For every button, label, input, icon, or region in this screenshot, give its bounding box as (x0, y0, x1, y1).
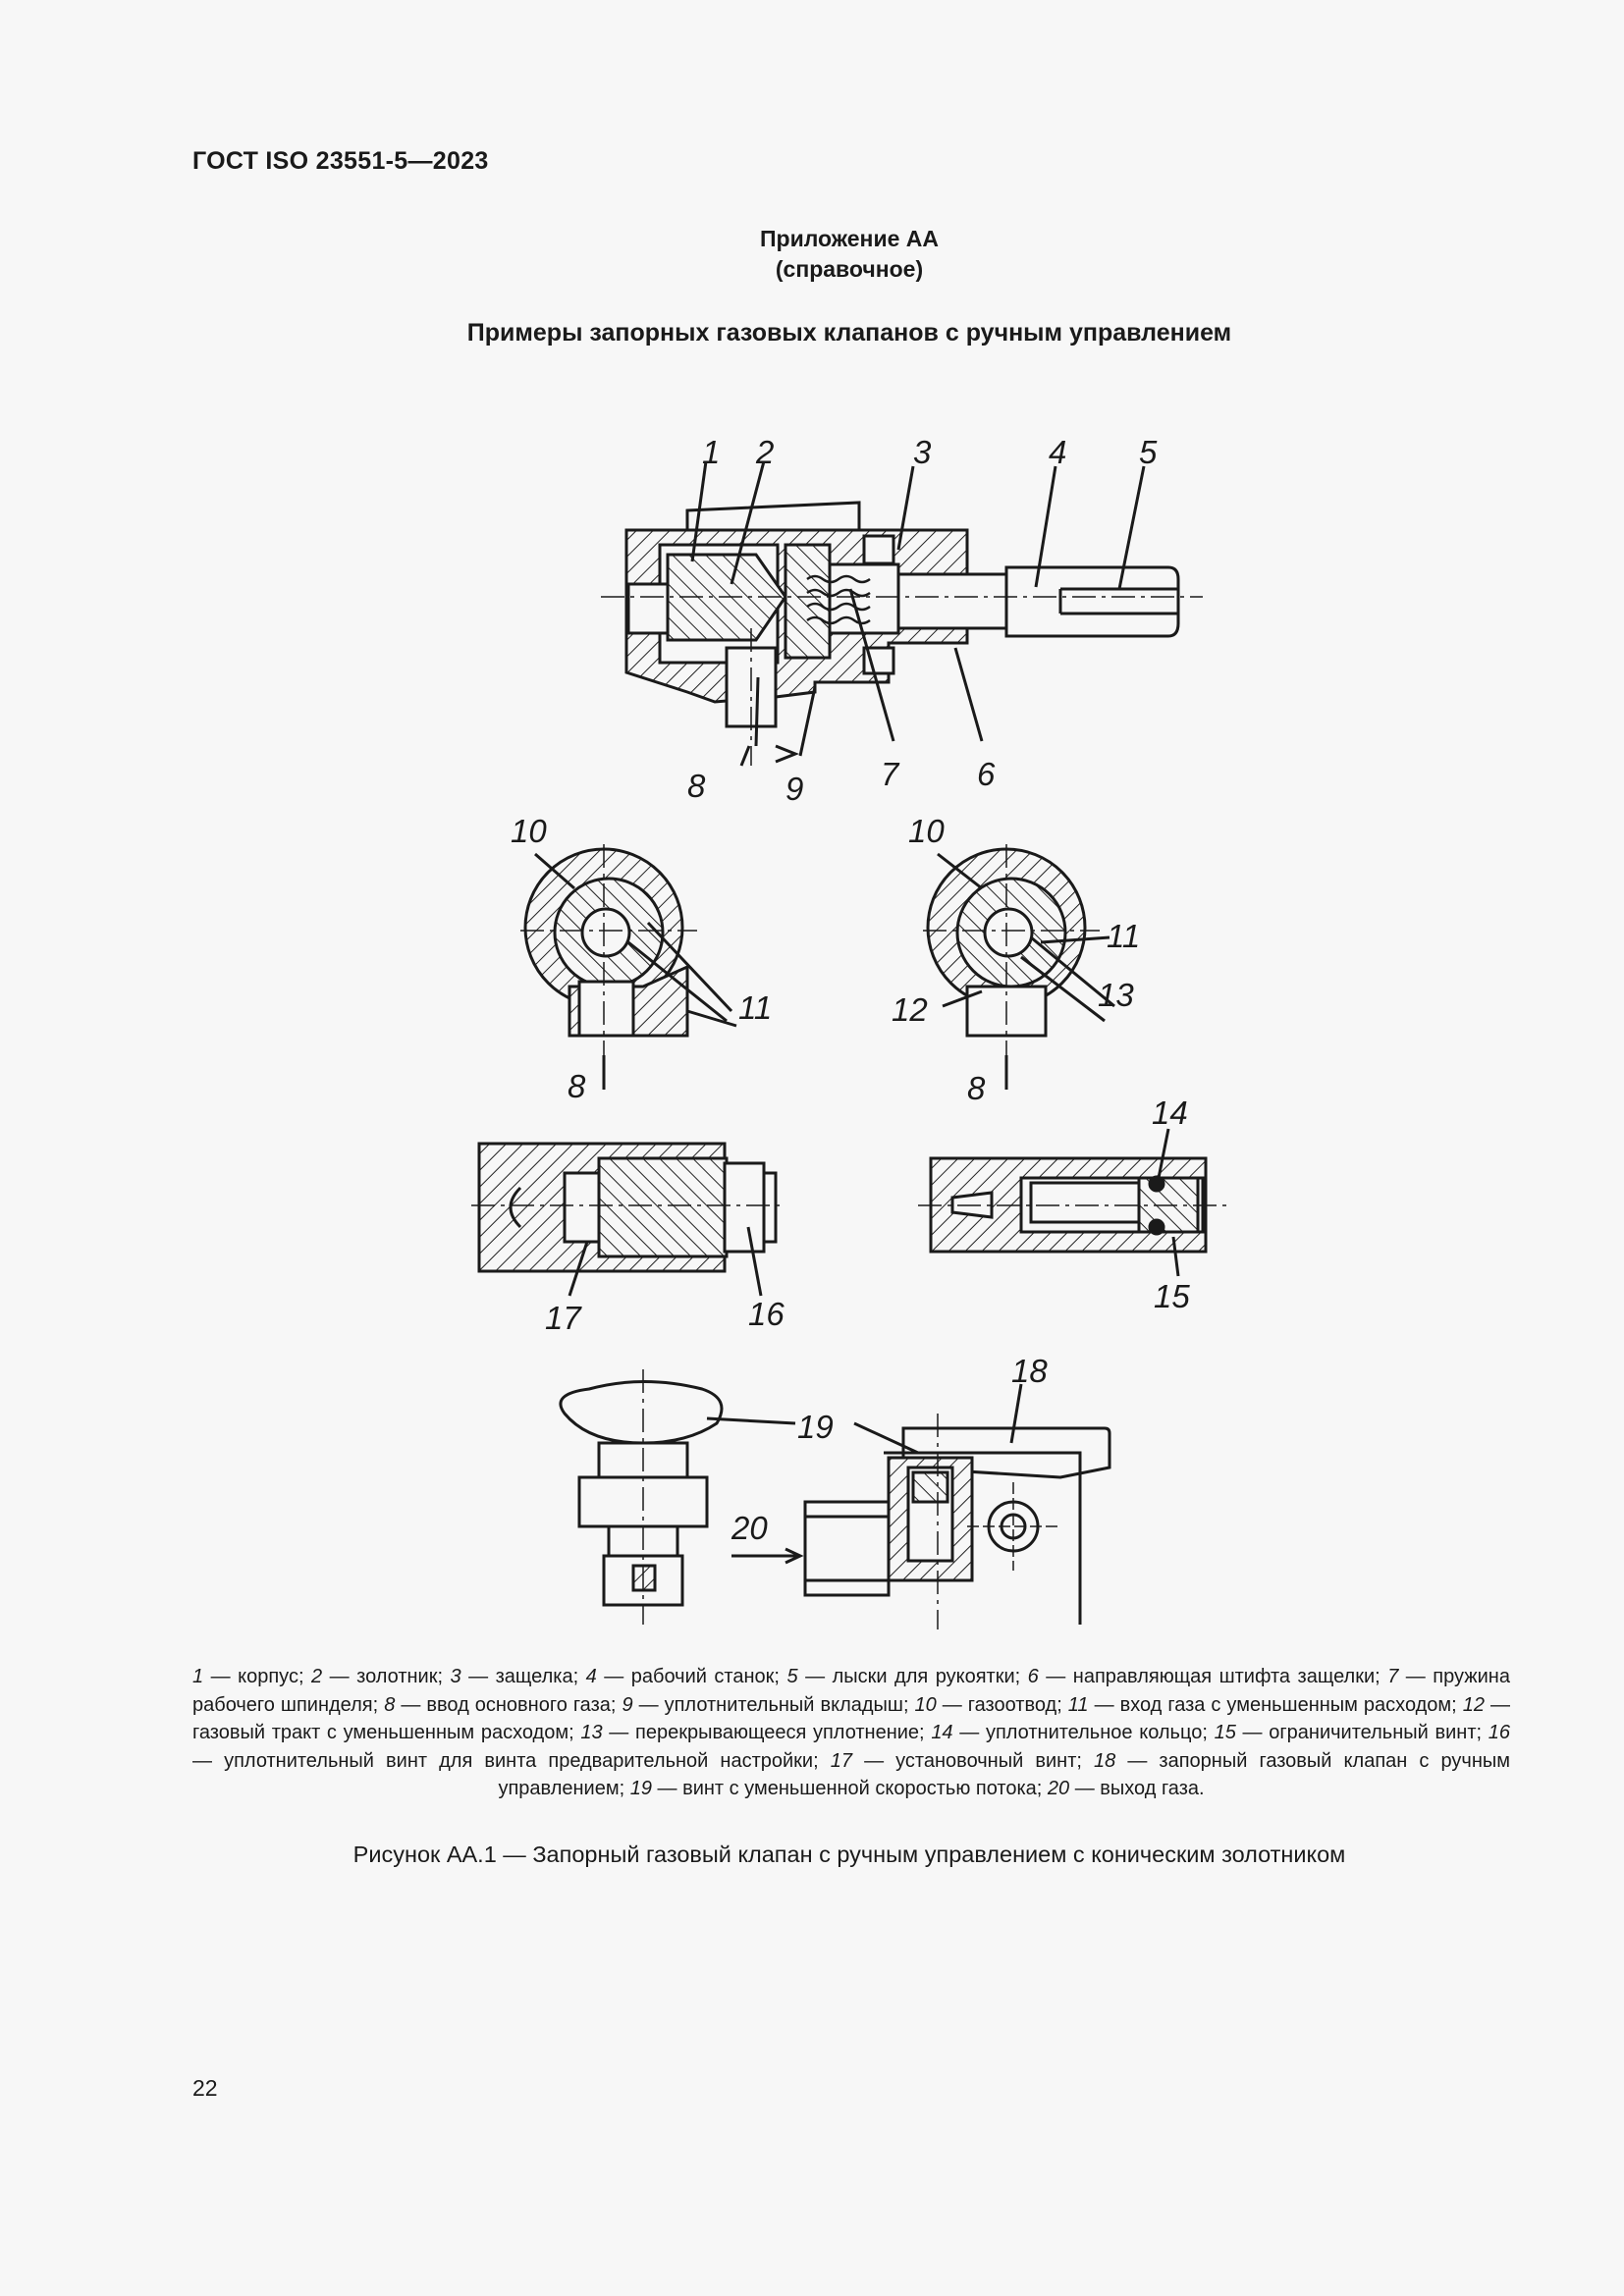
cross-section-left (520, 844, 737, 1090)
shutoff-valve-assembly (731, 1383, 1111, 1629)
page-number: 22 (192, 2075, 218, 2101)
legend-item-text: — золотник; (322, 1666, 451, 1687)
callout-6: 6 (977, 756, 996, 792)
legend-item-number: 20 (1047, 1778, 1070, 1799)
legend-item-number: 9 (622, 1693, 633, 1716)
legend-item-text: — запорный газовый клапан с ручным управ… (498, 1749, 1510, 1800)
legend-item-text: — пружина рабочего шпинделя; (192, 1666, 1510, 1716)
callout-17: 17 (545, 1300, 582, 1336)
callout-8b: 8 (967, 1070, 986, 1106)
callout-8: 8 (687, 768, 706, 804)
section-title: Примеры запорных газовых клапанов с ручн… (466, 319, 1232, 347)
annex-title: Приложение АА (759, 226, 939, 251)
legend-item-text: — защелка; (460, 1666, 586, 1687)
callout-4: 4 (1049, 434, 1066, 470)
legend-item-number: 19 (629, 1778, 652, 1799)
legend-item-text: — направляющая штифта защелки; (1038, 1666, 1388, 1687)
legend-item-text: — рабочий станок; (596, 1666, 787, 1687)
callout-11b: 11 (1107, 918, 1140, 954)
callout-20: 20 (731, 1510, 768, 1546)
document-code: ГОСТ ISO 23551-5—2023 (192, 147, 489, 175)
legend-item-number: 18 (1094, 1749, 1116, 1772)
legend-item-text: — корпус; (203, 1666, 311, 1687)
legend-item-number: 1 (192, 1666, 204, 1687)
legend-item-text: — уплотнительный вкладыш; (632, 1693, 915, 1716)
legend-item-number: 8 (384, 1693, 396, 1716)
legend-item-number: 12 (1462, 1693, 1485, 1716)
legend-item-text: — выход газа. (1069, 1778, 1205, 1799)
cross-section-right (923, 844, 1115, 1090)
callout-3: 3 (913, 434, 932, 470)
callout-18: 18 (1011, 1353, 1048, 1389)
callout-15: 15 (1154, 1278, 1190, 1314)
callout-8a: 8 (568, 1068, 586, 1104)
main-valve-section (601, 460, 1203, 767)
legend-item-text: — винт с уменьшенной скоростью потока; (651, 1778, 1048, 1799)
callout-16: 16 (748, 1296, 785, 1332)
figure-caption: Рисунок АА.1 — Запорный газовый клапан с… (352, 1842, 1346, 1867)
limit-screw-section (918, 1128, 1227, 1277)
legend-item-number: 11 (1067, 1693, 1089, 1716)
legend-item-text: — газоотвод; (936, 1693, 1068, 1716)
callout-12: 12 (892, 991, 928, 1028)
legend-item-text: — установочный винт; (851, 1749, 1094, 1772)
callout-19: 19 (797, 1409, 834, 1445)
legend-item-number: 15 (1214, 1722, 1236, 1743)
legend-item-number: 16 (1488, 1722, 1511, 1743)
legend-item-number: 10 (914, 1693, 937, 1716)
knob-assembly (559, 1369, 796, 1625)
callout-7: 7 (881, 756, 900, 792)
preset-screw-section (471, 1142, 785, 1297)
legend-item-number: 5 (786, 1666, 798, 1687)
callout-2: 2 (755, 434, 774, 470)
legend-item-number: 6 (1027, 1666, 1039, 1687)
legend-item-number: 17 (830, 1749, 852, 1772)
callout-13: 13 (1098, 977, 1134, 1013)
legend-item-text: — уплотнительный винт для винта предвари… (192, 1749, 831, 1772)
legend-item-text: — лыски для рукоятки; (797, 1666, 1028, 1687)
legend-item-text: — уплотнительное кольцо; (952, 1722, 1215, 1743)
legend-item-number: 4 (585, 1666, 597, 1687)
legend-item-number: 7 (1387, 1666, 1399, 1687)
legend-item-number: 13 (580, 1722, 603, 1743)
legend-item-number: 2 (311, 1666, 323, 1687)
legend-item-text: — ограничительный винт; (1235, 1722, 1489, 1743)
callout-10b: 10 (908, 813, 945, 849)
callout-9: 9 (785, 771, 803, 807)
callout-labels: 1 2 3 4 5 6 7 8 9 10 11 8 10 11 12 13 8 … (511, 434, 1190, 1546)
callout-10a: 10 (511, 813, 547, 849)
callout-1: 1 (702, 434, 720, 470)
legend-item-text: — перекрывающееся уплотнение; (602, 1722, 932, 1743)
callout-11a: 11 (738, 989, 772, 1026)
annex-type: (справочное) (775, 256, 924, 282)
legend-item-text: — газовый тракт с уменьшенным расходом; (192, 1693, 1511, 1744)
legend-item-text: — ввод основного газа; (395, 1693, 623, 1716)
figure-legend: 1 — корпус; 2 — золотник; 3 — защелка; 4… (192, 1663, 1510, 1803)
legend-item-number: 14 (931, 1722, 953, 1743)
legend-item-text: — вход газа с уменьшенным расходом; (1088, 1693, 1463, 1716)
callout-14: 14 (1152, 1095, 1188, 1131)
legend-item-number: 3 (450, 1666, 461, 1687)
callout-5: 5 (1139, 434, 1158, 470)
